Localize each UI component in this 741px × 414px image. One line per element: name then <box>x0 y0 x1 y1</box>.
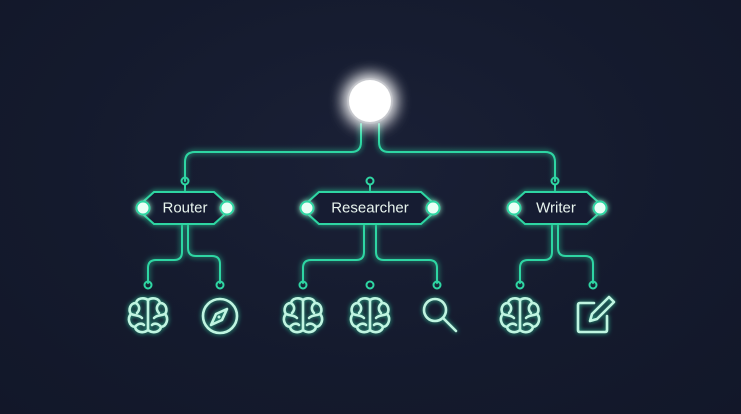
port-right <box>592 200 608 216</box>
connector-root-writer <box>378 123 556 182</box>
root-node <box>347 78 393 124</box>
port-left <box>299 200 315 216</box>
port-right <box>219 200 235 216</box>
search-icon <box>422 297 458 333</box>
connector-router-tool-2 <box>187 223 221 284</box>
connector-researcher-tool-1 <box>302 223 365 284</box>
connector-root-router <box>184 123 362 182</box>
brain-icon <box>127 297 169 334</box>
port-left <box>506 200 522 216</box>
compass-icon <box>201 297 239 335</box>
node-router-label: Router <box>162 200 207 217</box>
node-writer: Writer <box>506 191 608 225</box>
connector-writer-tool-2 <box>557 223 594 284</box>
connector-researcher-tool-3 <box>375 223 438 284</box>
node-router: Router <box>135 191 235 225</box>
connector-lines <box>143 123 598 290</box>
node-writer-label: Writer <box>536 200 576 217</box>
edit-icon <box>576 295 616 334</box>
node-researcher: Researcher <box>299 191 441 225</box>
connector-writer-tool-1 <box>519 223 553 284</box>
node-researcher-label: Researcher <box>331 200 409 217</box>
brain-icon <box>499 297 541 334</box>
brain-icon <box>349 297 391 334</box>
port-right <box>425 200 441 216</box>
brain-icon <box>282 297 324 334</box>
port-left <box>135 200 151 216</box>
connector-router-tool-1 <box>147 223 183 284</box>
